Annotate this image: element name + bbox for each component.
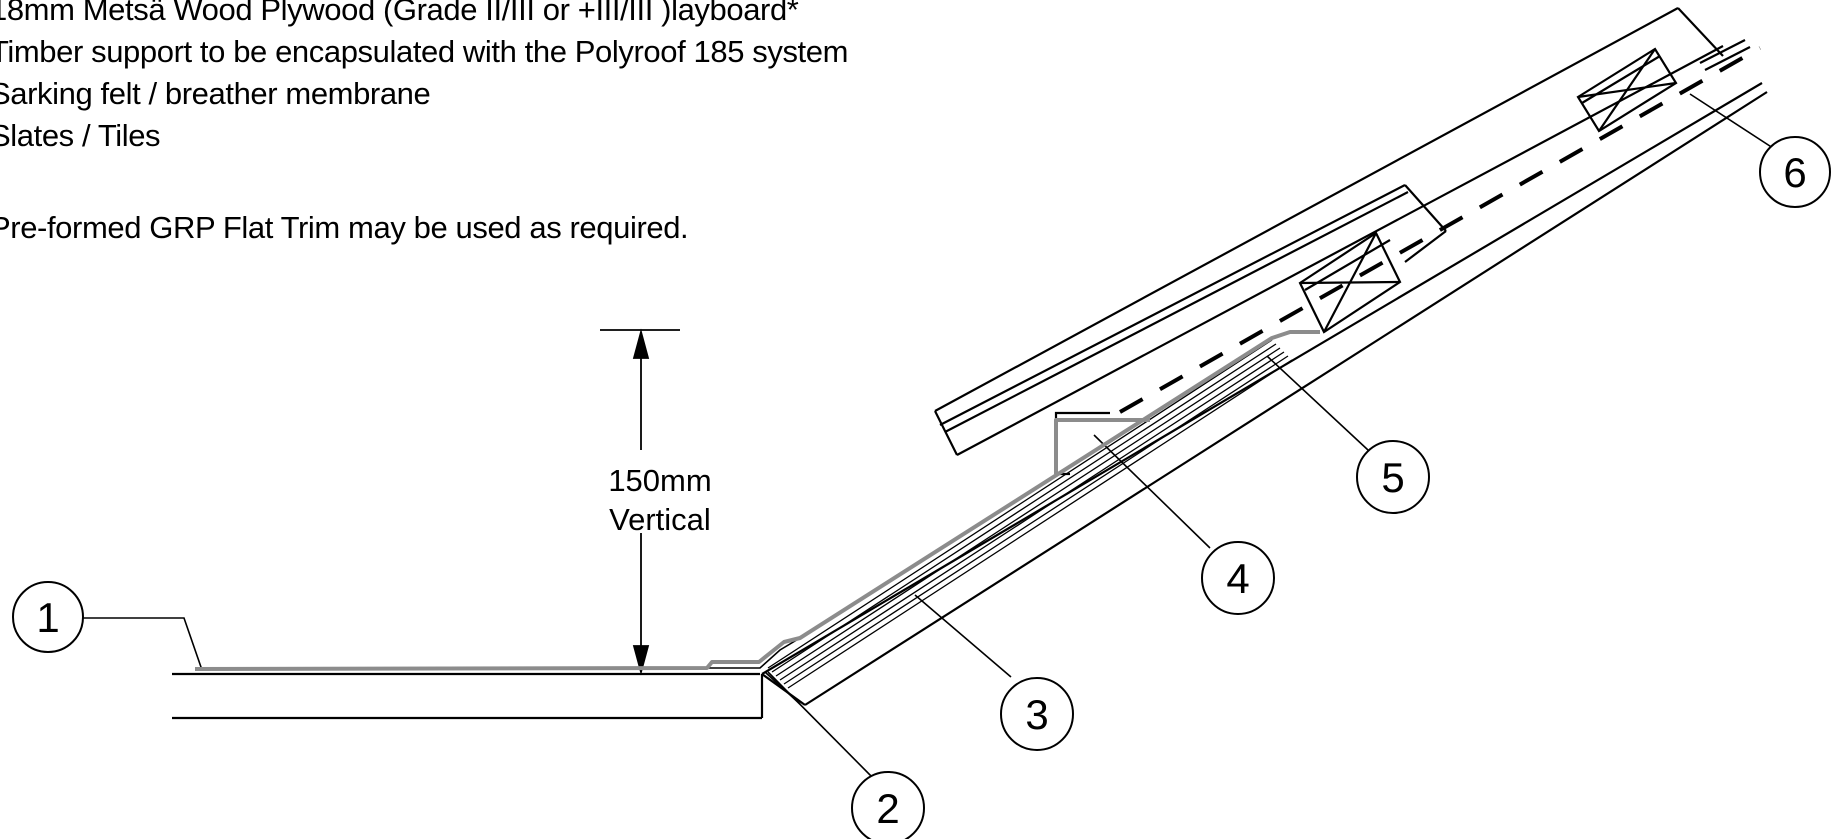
batten-lower	[1298, 231, 1402, 334]
note-grp-trim: Pre-formed GRP Flat Trim may be used as …	[0, 210, 689, 245]
flat-roof-deck	[172, 672, 764, 720]
callout-6-label: 6	[1783, 149, 1806, 196]
polyroof-membrane	[194, 330, 1320, 671]
dimension-value: 150mm	[608, 463, 711, 498]
batten-upper	[1576, 47, 1678, 133]
callout-2-label: 2	[876, 785, 899, 832]
note-slates-tiles: Slates / Tiles	[0, 118, 161, 153]
callout-1-label: 1	[36, 594, 59, 641]
callout-3-label: 3	[1025, 691, 1048, 738]
callout-1-circle	[12, 581, 84, 653]
note-plywood: 18mm Metsä Wood Plywood (Grade II/III or…	[0, 0, 799, 27]
note-timber-support: Timber support to be encapsulated with t…	[0, 34, 849, 69]
pitched-rafter	[761, 82, 1768, 706]
callout-5-label: 5	[1381, 454, 1404, 501]
dimension-150mm	[600, 328, 680, 676]
kerb-junction	[707, 637, 801, 705]
callout-4-label: 4	[1226, 555, 1249, 602]
callout-2-circle	[851, 771, 925, 839]
dimension-orientation: Vertical	[609, 502, 711, 537]
leader-lines	[73, 93, 1777, 781]
callout-4-circle	[1201, 541, 1275, 615]
note-sarking-felt: Sarking felt / breather membrane	[0, 76, 431, 111]
tile-assembly	[934, 7, 1751, 456]
callout-3-circle	[1000, 677, 1074, 751]
callout-5-circle	[1356, 440, 1430, 514]
callout-6-circle	[1759, 136, 1831, 208]
sarking-felt-dashed	[1119, 46, 1761, 414]
pitched-layers	[767, 339, 1293, 689]
